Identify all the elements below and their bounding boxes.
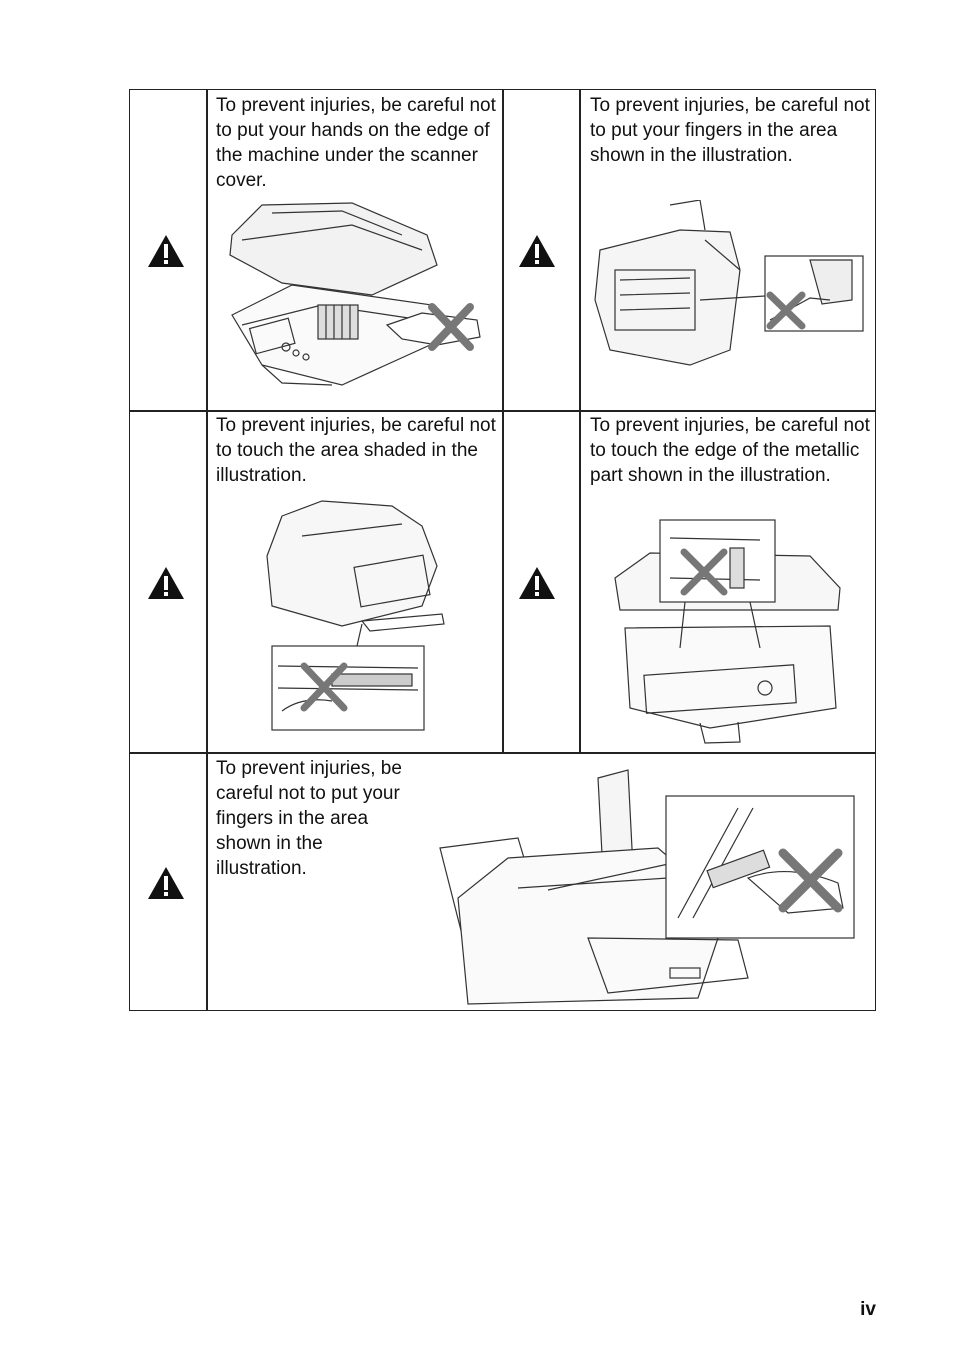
warning-triangle-icon <box>148 867 184 899</box>
column-divider <box>502 90 504 752</box>
warning-text: To prevent injuries, be careful not to p… <box>216 95 496 191</box>
illustration-metallic-part <box>614 519 841 744</box>
warning-text: To prevent injuries, be careful not to p… <box>590 95 870 166</box>
warning-triangle-icon <box>519 567 555 599</box>
illustration-rear-area <box>594 200 864 366</box>
row-divider <box>130 410 875 412</box>
row-divider <box>130 752 875 754</box>
illustration-shaded-area <box>266 500 445 731</box>
illustration-scanner-cover <box>229 202 481 386</box>
warning-text: To prevent injuries, be careful not to p… <box>216 758 402 879</box>
page-number: iv <box>860 1299 876 1320</box>
warning-text: To prevent injuries, be careful not to t… <box>216 415 496 486</box>
column-divider <box>579 90 581 752</box>
warning-table <box>129 89 876 1011</box>
warning-triangle-icon <box>148 567 184 599</box>
illustration-roller-area <box>439 769 855 1005</box>
warning-triangle-icon <box>519 235 555 267</box>
warning-triangle-icon <box>148 235 184 267</box>
warning-text: To prevent injuries, be careful not to t… <box>590 415 870 486</box>
column-divider <box>206 90 208 1010</box>
